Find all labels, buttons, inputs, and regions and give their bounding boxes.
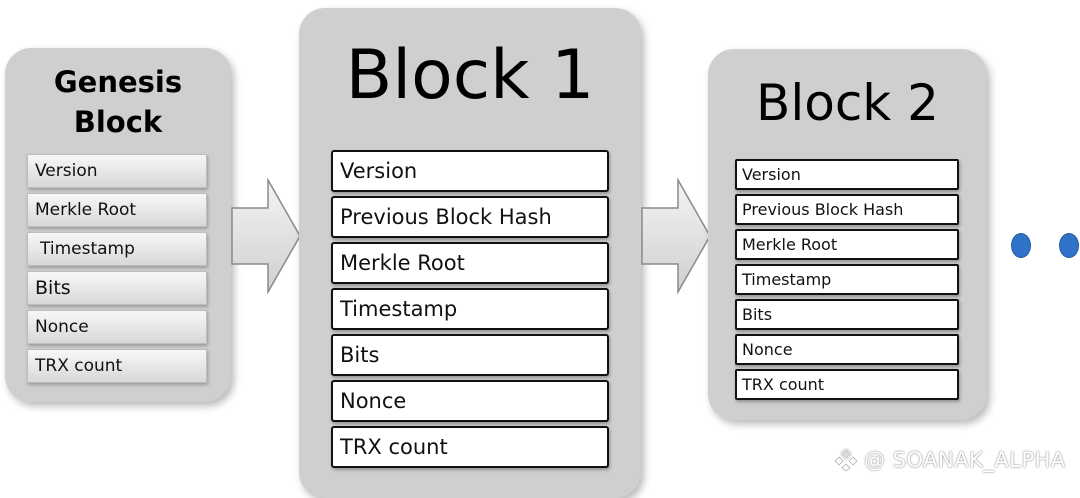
block2-field-previous-block-hash: Previous Block Hash	[735, 194, 959, 225]
genesis-block: Genesis Block Version Merkle Root Timest…	[5, 48, 231, 402]
genesis-field-bits: Bits	[27, 271, 207, 305]
genesis-field-merkle-root: Merkle Root	[27, 193, 207, 227]
block1-field-timestamp: Timestamp	[331, 288, 609, 330]
arrow-right-icon	[231, 178, 301, 294]
block1-field-previous-block-hash: Previous Block Hash	[331, 196, 609, 238]
block1-field-merkle-root: Merkle Root	[331, 242, 609, 284]
arrow-right-icon	[641, 178, 711, 294]
block-1-title: Block 1	[345, 36, 595, 115]
block2-field-version: Version	[735, 159, 959, 190]
block2-field-timestamp: Timestamp	[735, 264, 959, 295]
genesis-block-title: Genesis Block	[5, 62, 231, 142]
continuation-dot	[1059, 233, 1079, 258]
continuation-dot	[1011, 233, 1031, 258]
block1-field-bits: Bits	[331, 334, 609, 376]
block1-field-nonce: Nonce	[331, 380, 609, 422]
block-2-title: Block 2	[756, 74, 939, 132]
watermark: @ SOANAK_ALPHA	[833, 447, 1066, 473]
block2-field-nonce: Nonce	[735, 334, 959, 365]
watermark-text: @ SOANAK_ALPHA	[864, 448, 1066, 472]
block2-field-bits: Bits	[735, 299, 959, 330]
genesis-field-version: Version	[27, 154, 207, 188]
genesis-title-line1: Genesis	[53, 65, 183, 99]
block-2: Block 2 Version Previous Block Hash Merk…	[708, 49, 987, 420]
genesis-title-line2: Block	[73, 105, 163, 139]
block1-field-trx-count: TRX count	[331, 426, 609, 468]
block2-field-trx-count: TRX count	[735, 369, 959, 400]
diamond-logo-icon	[833, 448, 859, 472]
block-1: Block 1 Version Previous Block Hash Merk…	[299, 8, 641, 498]
genesis-field-timestamp: Timestamp	[27, 232, 207, 266]
genesis-field-nonce: Nonce	[27, 310, 207, 344]
block1-field-version: Version	[331, 150, 609, 192]
block2-field-merkle-root: Merkle Root	[735, 229, 959, 260]
genesis-field-trx-count: TRX count	[27, 349, 207, 383]
